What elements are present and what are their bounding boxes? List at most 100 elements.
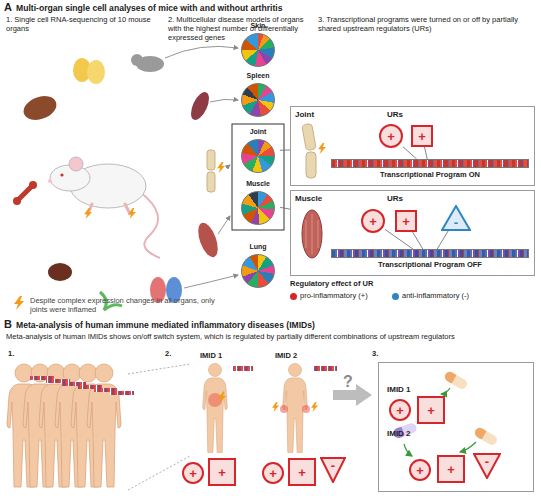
regulator-square: +: [411, 125, 433, 147]
regulator-circle: +: [361, 209, 385, 233]
drugs: [473, 426, 499, 447]
node-symbol: +: [363, 211, 383, 231]
population: [7, 364, 190, 490]
patients: [302, 405, 310, 413]
mouse: [60, 173, 63, 176]
regulator-circle: +: [389, 399, 411, 421]
node-label: Transcriptional Program ON: [331, 170, 529, 179]
organ-arrows: [210, 99, 238, 102]
text-label: Despite complex expression changes in al…: [30, 297, 220, 315]
text-label: Meta-analysis of human IMIDs shows on/of…: [6, 333, 536, 342]
organ-arrows: [165, 46, 238, 58]
triangle-shape: [321, 458, 345, 482]
muscle-icon: [306, 214, 318, 254]
patients: [311, 402, 318, 412]
patients: [313, 366, 337, 371]
organ-icons: [48, 263, 72, 281]
node-symbol: +: [381, 126, 401, 146]
organ-icons: [187, 89, 212, 122]
node-symbol: +: [411, 461, 429, 479]
node-label: URs: [387, 110, 403, 120]
triangle-shape: [442, 206, 470, 230]
organ-arrows: [184, 275, 238, 288]
population: [110, 391, 134, 395]
mouse: [128, 208, 136, 219]
knee-icon: [306, 152, 316, 178]
text-label: IMID 1: [200, 352, 222, 361]
node-symbol: -: [320, 457, 346, 483]
regulator-square: +: [417, 396, 445, 424]
patients: [203, 363, 337, 452]
drugs: [460, 442, 476, 452]
legend-swatch: [290, 293, 297, 300]
knee-icon: [318, 143, 326, 154]
text-label: ?: [343, 374, 353, 390]
organ-arrows: [218, 216, 230, 234]
patients: [272, 402, 279, 412]
node-label: Muscle: [295, 194, 322, 204]
node-label: IMID 2: [387, 429, 411, 439]
node-symbol: +: [439, 457, 463, 481]
text-label: 2. Multicellular disease models of organ…: [168, 16, 310, 43]
node-label: IMID 1: [387, 385, 411, 395]
text-label: Meta-analysis of human immune mediated i…: [16, 320, 536, 330]
expression-chord-circle: [241, 254, 275, 288]
patients: [280, 405, 288, 413]
selection-frame: [232, 124, 284, 230]
node-symbol: +: [397, 212, 415, 230]
mouse: [69, 157, 83, 171]
text-label: 2.: [165, 350, 171, 359]
transcriptional-program-bar: Transcriptional Program ON: [331, 159, 529, 183]
connector: [437, 231, 448, 249]
text-label: A: [4, 2, 12, 13]
organ-panel: JointURs++Transcriptional Program ON: [290, 106, 535, 186]
node-symbol: +: [264, 464, 282, 482]
disease-model-circle: Muscle: [236, 180, 280, 226]
legend-text: anti-inflammatory (-): [402, 292, 469, 301]
text-label: IMID 2: [275, 352, 297, 361]
organ-arrows: [226, 165, 230, 168]
expression-chord-circle: [241, 33, 275, 67]
node-symbol: +: [210, 460, 234, 484]
expression-chord-circle: [241, 139, 275, 173]
legend-text: pro-inflammatory (+): [300, 292, 368, 301]
transcriptional-program-bar: Transcriptional Program OFF: [331, 249, 529, 273]
population: [128, 364, 190, 490]
text-label: 3.: [372, 350, 378, 359]
population: [87, 364, 121, 487]
organ-icons: [20, 92, 59, 124]
mouse: [88, 204, 130, 214]
organ-panel: Muscle URs + + - Transcriptional Program OFF: [290, 190, 535, 276]
triangle-shape: [474, 454, 500, 478]
drugs: [452, 375, 460, 386]
knee-icon: [302, 123, 326, 178]
drugs: [441, 388, 450, 394]
mouse: [84, 208, 92, 219]
node-symbol: +: [413, 127, 431, 145]
drugs: [443, 370, 469, 391]
organ-icons: [207, 172, 215, 192]
patients: [203, 363, 228, 452]
node-label: URs: [387, 194, 403, 204]
regulator-square: +: [395, 210, 417, 232]
muscle-icon: [302, 210, 322, 258]
mouse: [48, 179, 52, 183]
drugs: [482, 431, 499, 447]
organ-icons: [217, 162, 225, 173]
node-symbol: -: [473, 453, 501, 479]
regulator-triangle: -: [320, 457, 346, 483]
regulator-triangle: -: [473, 453, 501, 479]
connector: [280, 207, 290, 209]
disease-model-circle: Spleen: [236, 72, 280, 118]
node-label: Spleen: [236, 72, 280, 80]
organ-icons: [207, 150, 215, 170]
organ-arrows: [165, 46, 238, 288]
node-label: Joint: [236, 128, 280, 136]
mouse: [50, 165, 90, 191]
expression-stripe: [331, 249, 529, 258]
connector: [385, 229, 413, 249]
regulator-triangle: -: [441, 205, 471, 231]
regulator-circle: +: [182, 462, 204, 484]
text-label: 1. Single cell RNA-sequencing of 10 mous…: [6, 16, 156, 34]
disease-model-circle: Lung: [236, 243, 280, 289]
